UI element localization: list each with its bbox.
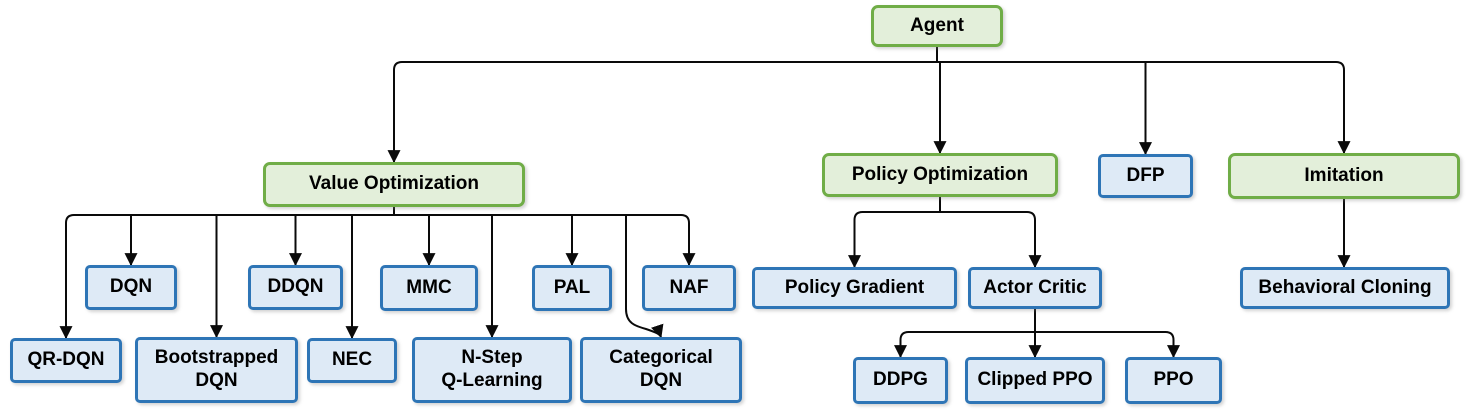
- node-label: Behavioral Cloning: [1258, 276, 1432, 298]
- edge-actor-critic-ppo: [1165, 331, 1180, 359]
- node-value-optimization: Value Optimization: [263, 162, 525, 207]
- node-label: DFP: [1126, 164, 1165, 186]
- node-label: Agent: [910, 14, 964, 36]
- edge-policy-optimization-actor-critic: [1026, 211, 1042, 269]
- node-label: Actor Critic: [983, 276, 1087, 298]
- node-policy-gradient: Policy Gradient: [752, 267, 957, 309]
- node-label: QR-DQN: [27, 349, 105, 371]
- node-behavioral-cloning: Behavioral Cloning: [1240, 267, 1450, 309]
- node-ddqn: DDQN: [248, 265, 343, 310]
- node-label: PAL: [553, 276, 591, 298]
- edge-value-optimization-qr-dqn: [59, 214, 75, 340]
- edge-actor-critic-ddpg: [894, 331, 909, 359]
- node-label: Policy Gradient: [784, 276, 925, 298]
- node-label: Imitation: [1304, 164, 1384, 186]
- node-clipped-ppo: Clipped PPO: [965, 357, 1105, 404]
- node-label: PPO: [1153, 369, 1194, 391]
- edge-value-optimization-categorical-dqn: [625, 215, 664, 339]
- node-dfp: DFP: [1098, 154, 1193, 198]
- edge-policy-optimization-policy-gradient: [848, 211, 863, 269]
- node-label: MMC: [406, 276, 452, 298]
- node-agent: Agent: [871, 5, 1003, 47]
- edge-agent-value-optimization: [387, 61, 403, 164]
- node-imitation: Imitation: [1228, 153, 1460, 199]
- node-actor-critic: Actor Critic: [968, 267, 1102, 309]
- node-naf: NAF: [642, 265, 736, 311]
- node-label: NEC: [331, 349, 373, 371]
- node-ppo: PPO: [1125, 357, 1222, 404]
- node-label: Policy Optimization: [851, 163, 1029, 185]
- node-mmc: MMC: [380, 265, 478, 311]
- node-label: NAF: [669, 276, 709, 298]
- node-nec: NEC: [307, 338, 397, 383]
- edge-agent-imitation: [1335, 61, 1351, 155]
- node-label: DDPG: [873, 369, 928, 391]
- node-label: Clipped PPO: [977, 369, 1093, 391]
- node-qr-dqn: QR-DQN: [10, 338, 122, 383]
- node-dqn: DQN: [85, 265, 177, 310]
- node-label: Value Optimization: [309, 173, 479, 195]
- node-label: DQN: [109, 276, 153, 298]
- edge-value-optimization-naf: [680, 214, 696, 267]
- node-ddpg: DDPG: [853, 357, 948, 404]
- node-label: DDQN: [267, 276, 324, 298]
- node-pal: PAL: [532, 265, 612, 311]
- node-policy-optimization: Policy Optimization: [822, 153, 1058, 197]
